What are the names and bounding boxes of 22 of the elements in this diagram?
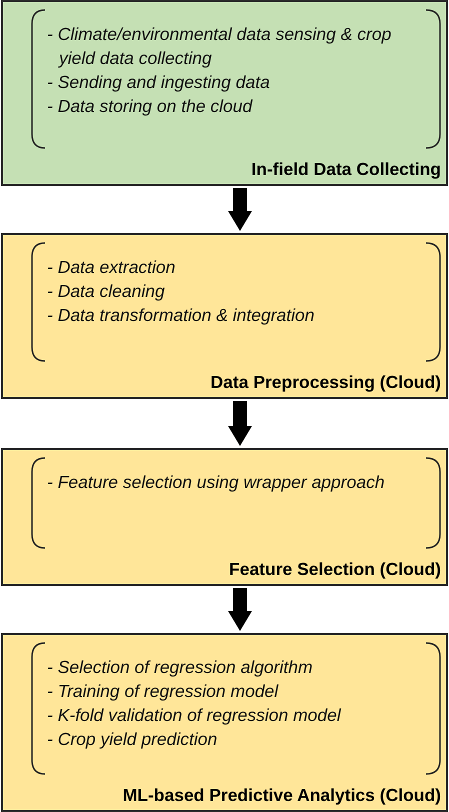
bullet-item: - Data extraction [47,256,176,279]
bullet-item: - K-fold validation of regression model [47,704,342,727]
bullet-item: - Climate/environmental data sensing & crop yield data collecting [47,23,392,70]
process-box [1,448,448,586]
stage-title: Feature Selection (Cloud) [229,559,441,580]
bullet-item: - Data storing on the cloud [47,95,254,118]
down-arrow [228,401,252,446]
bullet-item: - Crop yield prediction [47,728,218,751]
bullet-item: - Sending and ingesting data [47,71,271,94]
stage-title: In-field Data Collecting [251,159,441,180]
process-box [1,633,448,812]
bullet-item: - Selection of regression algorithm [47,656,314,679]
bullet-item: - Training of regression model [47,680,280,703]
process-box [1,0,448,186]
bullet-item: - Feature selection using wrapper approach [47,471,386,494]
stage-title: ML-based Predictive Analytics (Cloud) [122,785,441,806]
down-arrow [228,588,252,631]
process-box [1,233,448,399]
bullet-item: - Data cleaning [47,280,166,303]
down-arrow [228,188,252,231]
bullet-item: - Data transformation & integration [47,304,316,327]
stage-title: Data Preprocessing (Cloud) [210,372,441,393]
